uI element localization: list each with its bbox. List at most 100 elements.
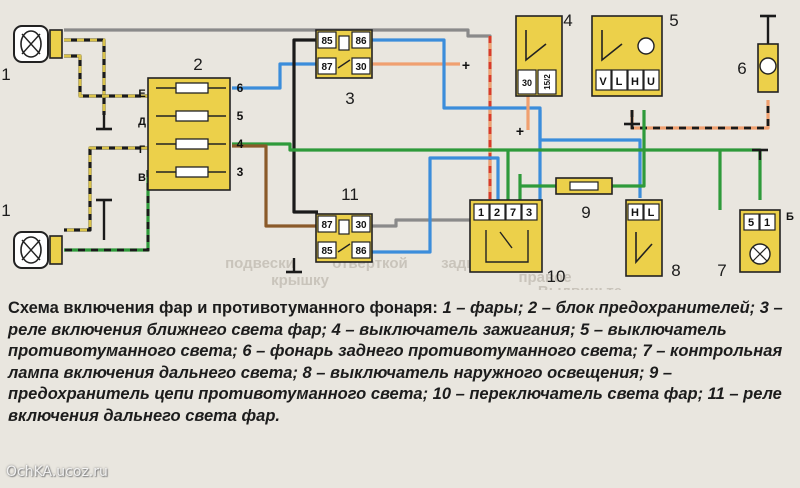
low-beam-relay-pin-label: 87 [321,62,333,73]
fog-switch-lamp-icon [637,37,655,55]
low-beam-relay-pin-box [317,31,337,49]
headlamp-switch-lever [499,231,513,249]
wire-orange-rear-fog [630,100,770,130]
wire-green-black-lamp [64,170,150,252]
fuse-block-pin-left: Г [139,144,146,156]
wire-black-relay-coil [292,38,318,214]
low-beam-relay-pin-box [351,57,371,75]
low-beam-relay-pin-label: 85 [321,36,333,47]
low-beam-relay: 85 86 87 30 3 [315,29,373,108]
plus-marker: + [462,57,470,73]
watermark: OchKA.ucoz.ru [6,464,108,480]
wire-blue-6 [232,62,318,90]
high-beam-relay-pin-box [351,215,371,233]
headlamp-top-bulb [20,30,42,58]
light-switch-pin-label: L [648,207,655,219]
headlamp-top-connector [49,29,63,59]
fuse-element [175,82,209,94]
ignition-pin-label: 15/2 [543,74,552,90]
wire-black-bottom-lamp-stripe [64,146,148,232]
ignition-pin-box [517,69,537,95]
wire-blue-relay11 [372,156,500,254]
headlamp-switch-pin-label: 7 [510,207,516,219]
indicator-lamp-side-label: Б [786,211,794,223]
wire-gray-relay11 [372,218,478,228]
wire-black-to-block [64,54,148,98]
rear-fog-lamp-number: 6 [737,59,746,78]
ignition-pin-box [537,69,557,95]
headlamp-top-filament [21,33,41,55]
fog-fuse-number: 9 [581,203,590,222]
fuse-block-pin-right: 6 [237,81,244,95]
fuse-block-pin-left: Е [138,88,145,100]
fog-switch-pin-label: H [631,76,639,88]
high-beam-relay-number: 11 [341,185,359,204]
headlamp-switch-pin-label: 1 [478,207,484,219]
headlamp-switch-pin-box [473,203,490,221]
headlamp-top-number: 1 [1,65,10,84]
caption: Схема включения фар и противотуманного ф… [8,298,794,428]
wire-green-black-lamp-stripe [64,170,150,252]
wire-black-headlamp-top-stripe [64,38,106,115]
indicator-lamp-pin-box [759,213,776,231]
headlamp-switch-pin-box [505,203,522,221]
ignition-switch-number: 4 [563,11,572,30]
headlamp-switch-pin-label: 2 [494,207,500,219]
fuse-block-pin-left: В [138,172,146,184]
low-beam-relay-pin-label: 30 [355,62,367,73]
background-text: правое [518,269,571,286]
high-beam-relay-pin-box [317,241,337,259]
fog-fuse-element [569,181,599,191]
background-text: Выдвиньте [538,283,622,290]
plus-marker: + [516,123,524,139]
fog-switch-pin-label: V [599,76,607,88]
light-switch-pin-label: H [631,207,639,219]
headlamp-bottom: 1 [1,201,63,269]
high-beam-relay-pin-box [351,241,371,259]
wire-black-headlamp-top [64,38,106,115]
high-beam-relay-pin-label: 87 [321,220,333,231]
fuse-block-pin-right: 3 [237,165,244,179]
low-beam-relay-pin-box [351,31,371,49]
wiring-diagram: подвескиотверткойзаднегоВыдвиньтеправоек… [1,11,794,290]
headlamp-bottom-filament [21,239,41,261]
low-beam-relay-number: 3 [345,89,354,108]
headlamp-switch-pin-label: 3 [526,207,532,219]
fuse-block-pin-right: 5 [237,109,244,123]
headlamp-bottom-bulb [20,236,42,264]
indicator-lamp-number: 7 [717,261,726,280]
fog-switch-pin-box [611,69,628,91]
fog-switch-pin-label: L [616,76,623,88]
indicator-lamp-pin-label: 1 [764,217,770,229]
fuse-element [175,166,209,178]
high-beam-relay-pin-label: 85 [321,246,333,257]
low-beam-relay-pin-label: 86 [355,36,367,47]
low-beam-relay-contact [337,59,351,69]
fog-fuse: 9 [555,177,613,222]
indicator-lamp-pin-label: 5 [748,217,754,229]
caption-title: Схема включения фар и противотуманного ф… [8,299,438,317]
fuse-block-pin-right: 4 [237,137,244,151]
wire-orange-rear-fog-stripe [630,100,770,130]
headlamp-switch-contacts [485,230,529,263]
headlamp-bottom-number: 1 [1,201,10,220]
fuse-block-pin-left: Д [138,116,146,128]
fog-switch-pin-label: U [647,76,655,88]
light-switch-pin-box [643,203,660,221]
high-beam-relay-contact [337,243,351,253]
fog-switch-contact [601,30,623,62]
fuse-block-number: 2 [193,55,202,74]
fog-switch-pin-box [627,69,644,91]
headlamp-bottom-connector [49,235,63,265]
fog-switch-number: 5 [669,11,678,30]
wire-gray-top [64,28,492,200]
high-beam-relay-pin-label: 30 [355,220,367,231]
fuse-block: 6Е 5Д 4Г 3В 2 [138,55,244,191]
light-switch-number: 8 [671,261,680,280]
background-text: подвески [225,255,295,272]
